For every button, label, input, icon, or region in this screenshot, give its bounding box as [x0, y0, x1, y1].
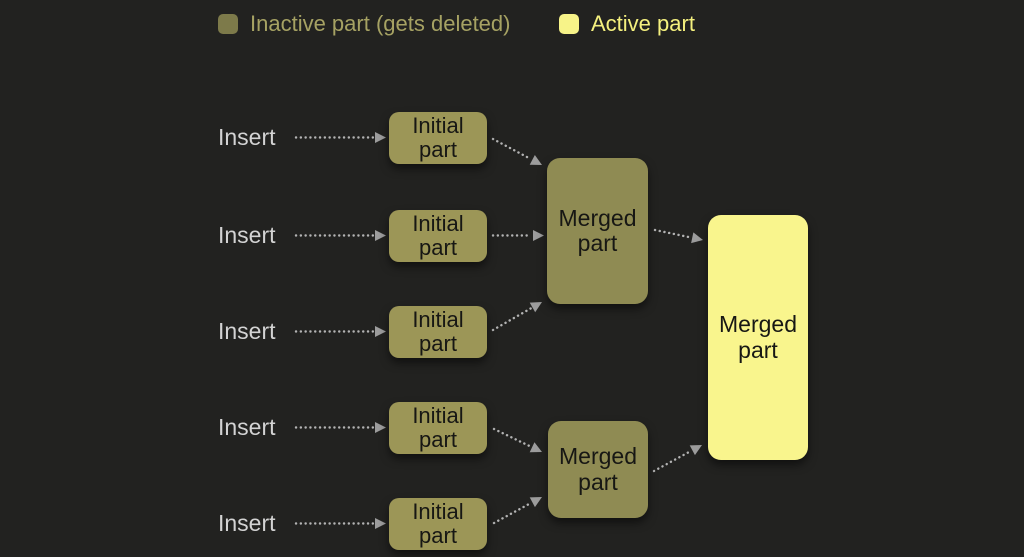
merged-part-node-2: Merged part [548, 421, 648, 518]
insert-label-2: Insert [218, 222, 276, 248]
initial-part-node-4: Initial part [389, 402, 487, 454]
merged-part-node-1: Merged part [547, 158, 648, 304]
insert-label-5: Insert [218, 510, 276, 536]
initial-part-node-3: Initial part [389, 306, 487, 358]
inactive-part-swatch-icon [218, 14, 238, 34]
initial-part-node-1: Initial part [389, 112, 487, 164]
legend-item-active: Active part [559, 10, 695, 38]
initial-part-node-5: Initial part [389, 498, 487, 550]
insert-label-4: Insert [218, 414, 276, 440]
legend-label-inactive: Inactive part (gets deleted) [250, 11, 511, 36]
legend-item-inactive: Inactive part (gets deleted) [218, 10, 510, 38]
legend-label-active: Active part [591, 11, 695, 36]
insert-label-3: Insert [218, 318, 276, 344]
merged-part-node-active: Merged part [708, 215, 808, 460]
insert-label-1: Insert [218, 124, 276, 150]
initial-part-node-2: Initial part [389, 210, 487, 262]
active-part-swatch-icon [559, 14, 579, 34]
